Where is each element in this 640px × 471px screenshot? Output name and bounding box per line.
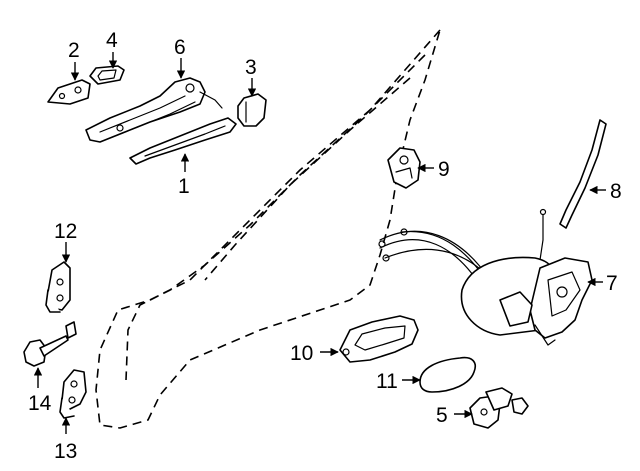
part-12-upper-hinge bbox=[45, 261, 71, 313]
callout-11: 11 bbox=[376, 370, 398, 393]
part-13-lower-hinge bbox=[59, 369, 87, 419]
part-5-lock-cylinder bbox=[469, 387, 529, 429]
part-14-check-link bbox=[23, 321, 77, 367]
part-8-rod bbox=[559, 119, 607, 229]
callout-5: 5 bbox=[436, 404, 448, 427]
door-outline bbox=[95, 29, 441, 429]
part-3-cylinder-cover bbox=[237, 93, 267, 127]
callout-13: 13 bbox=[54, 440, 77, 463]
part-7-door-lock-actuator bbox=[460, 256, 593, 346]
part-2-handle-cap bbox=[47, 79, 91, 105]
part-6-handle-frame bbox=[85, 77, 223, 143]
callout-12: 12 bbox=[54, 220, 77, 243]
callout-14: 14 bbox=[28, 392, 52, 415]
leader-arrows bbox=[33, 52, 606, 434]
callout-6: 6 bbox=[174, 36, 186, 59]
callout-8: 8 bbox=[610, 180, 622, 203]
part-4-gasket bbox=[89, 65, 125, 85]
callout-3: 3 bbox=[245, 56, 257, 79]
part-9-striker bbox=[387, 147, 421, 189]
part-11-bezel bbox=[419, 356, 476, 393]
callout-7: 7 bbox=[606, 272, 618, 295]
part-1-outside-handle bbox=[129, 117, 237, 165]
part-10-inside-handle bbox=[339, 315, 419, 363]
callout-9: 9 bbox=[438, 158, 450, 181]
callout-10: 10 bbox=[290, 342, 313, 365]
callout-4: 4 bbox=[106, 29, 118, 52]
callout-2: 2 bbox=[68, 39, 80, 62]
callout-1: 1 bbox=[178, 175, 190, 198]
